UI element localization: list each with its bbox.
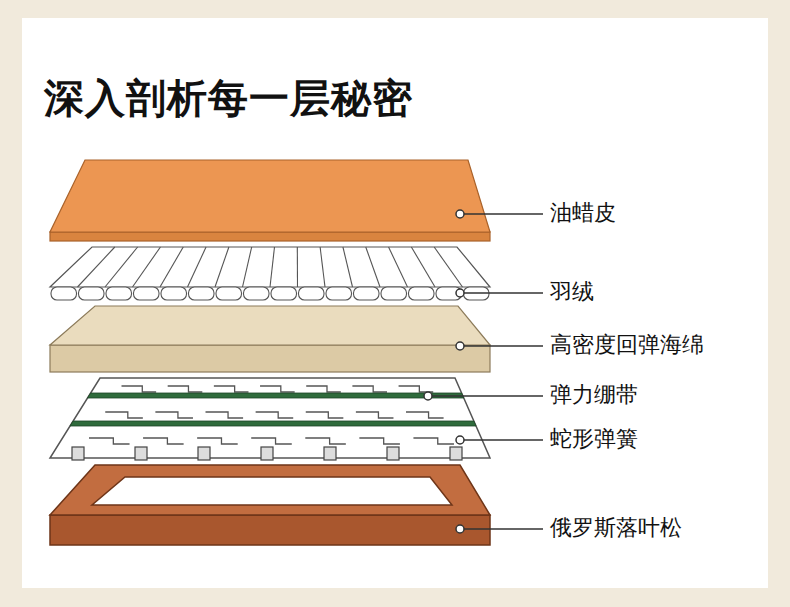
part-name: 羽绒: [548, 278, 596, 306]
leader-lines: [424, 210, 543, 533]
down-tubes: [50, 247, 490, 300]
spring-panel: [50, 378, 490, 460]
page-title: 深入剖析每一层秘密: [44, 74, 413, 122]
part-name: 俄罗斯落叶松: [548, 514, 684, 542]
part-name: 油蜡皮: [548, 199, 618, 227]
part-name: 蛇形弹簧: [548, 425, 640, 453]
leather-top: [50, 160, 490, 241]
part-name: 弹力绷带: [548, 381, 640, 409]
part-name: 高密度回弹海绵: [548, 331, 706, 359]
wood-frame: [50, 465, 490, 545]
foam-slab: [50, 306, 490, 372]
